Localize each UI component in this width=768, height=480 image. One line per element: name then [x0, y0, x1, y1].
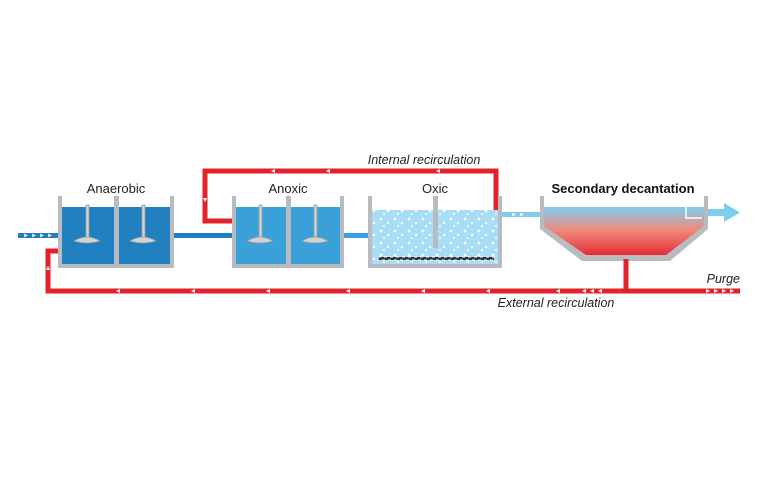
- label-anoxic: Anoxic: [268, 181, 308, 196]
- external-recirculation-line: [45, 248, 740, 294]
- pipe-anoxic-to-oxic: [340, 233, 372, 238]
- mixer-icon: [73, 204, 101, 244]
- outlet-arrow: [708, 203, 740, 222]
- label-oxic: Oxic: [422, 181, 449, 196]
- pipe-oxic-to-decanter: [500, 212, 544, 217]
- label-secondary-decantation: Secondary decantation: [551, 181, 694, 196]
- label-internal-recirculation: Internal recirculation: [368, 153, 481, 167]
- mixer-icon: [246, 204, 274, 244]
- oxic-tank: [368, 196, 502, 268]
- pipe-anaerobic-to-anoxic: [170, 233, 236, 238]
- diffuser-bar: [377, 256, 495, 261]
- anoxic-tank: [232, 196, 344, 268]
- anaerobic-tank: [58, 196, 174, 268]
- internal-recirculation-line: [202, 168, 499, 224]
- inlet-pipe: [18, 233, 64, 238]
- label-purge: Purge: [707, 272, 740, 286]
- label-anaerobic: Anaerobic: [87, 181, 146, 196]
- label-external-recirculation: External recirculation: [498, 296, 615, 310]
- mixer-icon: [301, 204, 329, 244]
- secondary-decanter: [540, 196, 708, 267]
- mixer-icon: [129, 204, 157, 244]
